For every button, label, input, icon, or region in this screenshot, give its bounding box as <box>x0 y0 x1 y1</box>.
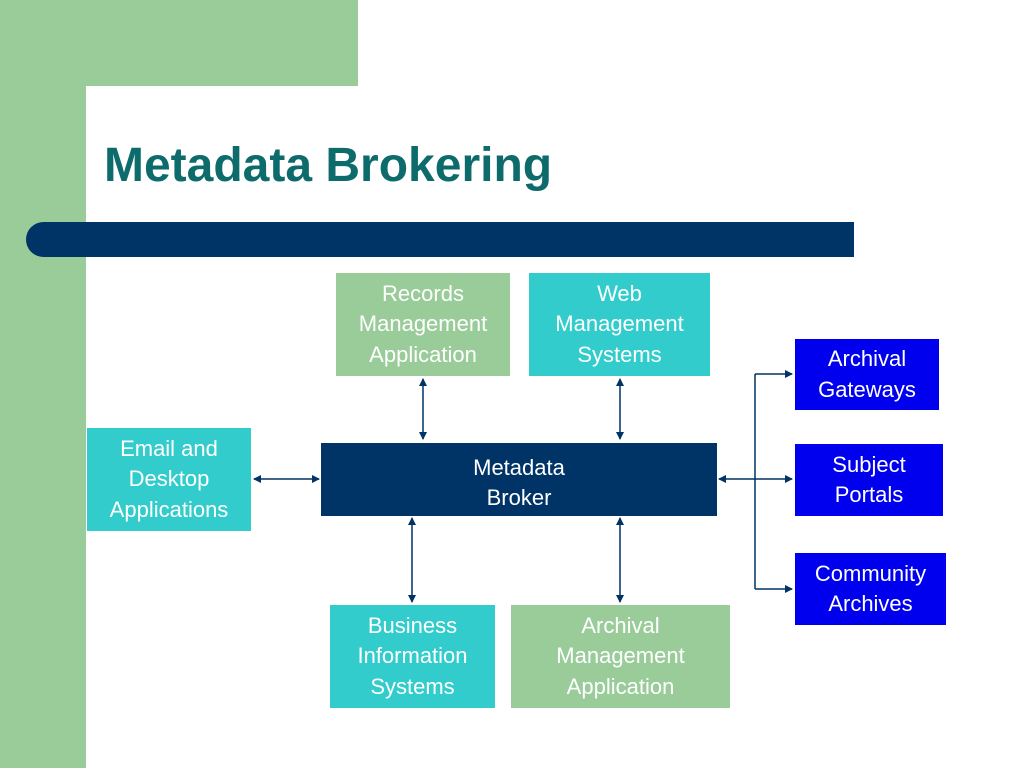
title-underline-bar <box>26 222 854 257</box>
web-management-box: Web Management Systems <box>529 273 710 376</box>
archival-management-box: Archival Management Application <box>511 605 730 708</box>
left-accent-bar <box>0 0 86 768</box>
top-accent-block <box>0 0 358 86</box>
email-desktop-box: Email and Desktop Applications <box>87 428 251 531</box>
archival-gateways-box: Archival Gateways <box>795 339 939 410</box>
business-information-box: Business Information Systems <box>330 605 495 708</box>
metadata-broker-box: Metadata Broker <box>321 443 717 516</box>
records-management-box: Records Management Application <box>336 273 510 376</box>
subject-portals-box: Subject Portals <box>795 444 943 516</box>
community-archives-box: Community Archives <box>795 553 946 625</box>
slide-title: Metadata Brokering <box>104 139 553 192</box>
